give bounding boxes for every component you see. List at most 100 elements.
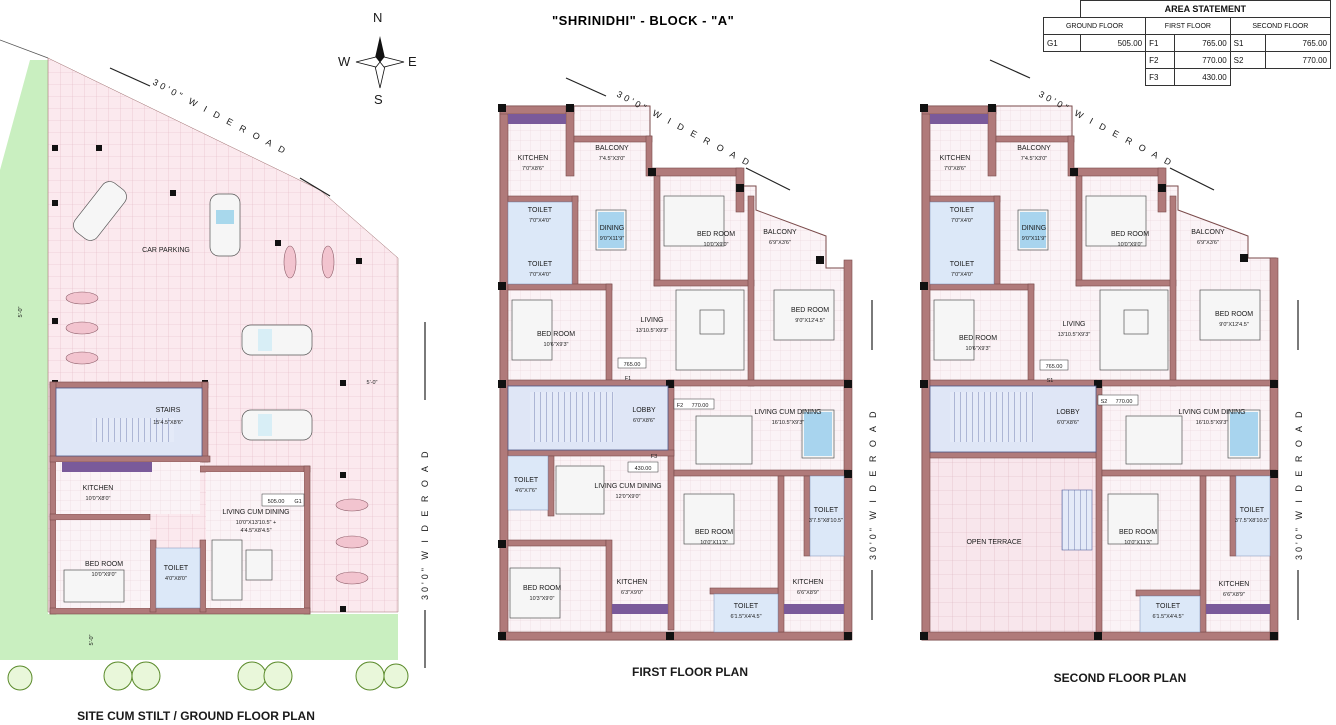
s-toilet-r-name: TOILET xyxy=(1240,507,1265,514)
f-living-size: 13'10.5"X9'3" xyxy=(636,328,669,334)
f-bedroom-l-size: 10'6"X9'3" xyxy=(544,342,569,348)
f-toilet2-name: TOILET xyxy=(528,261,553,268)
s-lobby-name: LOBBY xyxy=(1056,409,1080,416)
s-toilet1-size: 7'0"X4'0" xyxy=(951,218,973,224)
f-dining-name: DINING xyxy=(600,225,625,232)
f-lobby-size: 6'0"X8'6" xyxy=(633,418,655,424)
setback-bottom: 5'-0" xyxy=(89,634,95,645)
s-balcony-r-size: 6'9"X3'6" xyxy=(1197,240,1219,246)
s-dining-name: DINING xyxy=(1022,225,1047,232)
s-living-dining-r-name: LIVING CUM DINING xyxy=(1178,409,1245,416)
f-toilet-b-size: 6'1.5"X4'4.5" xyxy=(730,614,761,620)
f-bedroom-r2-name: BED ROOM xyxy=(791,307,829,314)
first-toilets xyxy=(507,201,573,285)
second-side-road-label: 30'0" W I D E R O A D xyxy=(1294,409,1304,560)
second-plan-caption: SECOND FLOOR PLAN xyxy=(1054,671,1187,685)
s-toilet2-name: TOILET xyxy=(950,261,975,268)
first-columns xyxy=(498,104,852,640)
s-tag-s1-area: 765.00 xyxy=(1046,364,1063,370)
parked-car-icon xyxy=(73,181,313,441)
s-toilet1-name: TOILET xyxy=(950,207,975,214)
f-tag-f2-area: 770.00 xyxy=(692,403,709,409)
ground-bedroom-name: BED ROOM xyxy=(85,561,123,568)
s-toilet2-size: 7'0"X4'0" xyxy=(951,272,973,278)
ground-toilet xyxy=(155,547,201,609)
area-f3: 430.00 xyxy=(1173,68,1231,86)
ground-stairs-size: 15'4.5"X8'6" xyxy=(153,420,183,426)
f-bedroom-r1-size: 10'0"X9'0" xyxy=(704,242,729,248)
s-dining-size: 9'0"X11'9" xyxy=(1022,236,1047,242)
f-kitchen-top-name: KITCHEN xyxy=(518,155,549,162)
compass-rose-icon xyxy=(355,36,405,89)
s-open-terrace: OPEN TERRACE xyxy=(966,539,1021,546)
f-toilet1-size: 7'0"X4'0" xyxy=(529,218,551,224)
setback-left: 5'-0" xyxy=(18,306,24,317)
f-toilet-l-name: TOILET xyxy=(514,477,539,484)
f-living-dining-r-size: 16'10.5"X9'3" xyxy=(772,420,805,426)
f-bedroom-r1-name: BED ROOM xyxy=(697,231,735,238)
f-living-dining-r-name: LIVING CUM DINING xyxy=(754,409,821,416)
s-toilet-r-size: 3'7.5"X8'10.5" xyxy=(1235,518,1269,524)
f-balcony-top-size: 7'4.5"X3'0" xyxy=(599,156,626,162)
s-bedroom-r2-name: BED ROOM xyxy=(1215,311,1253,318)
s-kitchen-top-size: 7'0"X8'6" xyxy=(944,166,966,172)
second-columns xyxy=(920,104,1278,640)
ground-living-size2: 4'4.5"X8'4.5" xyxy=(240,528,271,534)
car-parking-label: CAR PARKING xyxy=(142,247,190,254)
ground-kitchen-size: 10'0"X8'0" xyxy=(86,496,111,502)
s-balcony-top-size: 7'4.5"X3'0" xyxy=(1021,156,1048,162)
f-kitchen-br-size: 6'6"X8'9" xyxy=(797,590,819,596)
drawing-title: "SHRINIDHI" - BLOCK - "A" xyxy=(552,13,735,28)
ground-kitchen-name: KITCHEN xyxy=(83,485,114,492)
s-bedroom-r2-size: 9'0"X12'4.5" xyxy=(1219,322,1249,328)
s-tag-s1-unit: S1 xyxy=(1047,378,1054,384)
ground-toilet-size: 4'0"X8'0" xyxy=(165,576,187,582)
s-balcony-top-name: BALCONY xyxy=(1017,145,1051,152)
bottom-garden-strip xyxy=(0,614,398,660)
f-tag-f3-area: 430.00 xyxy=(635,466,652,472)
s-bedroom-c-size: 10'0"X11'3" xyxy=(1124,540,1152,546)
first-furniture xyxy=(509,195,835,619)
s-bedroom-r1-name: BED ROOM xyxy=(1111,231,1149,238)
s-kitchen-top-name: KITCHEN xyxy=(940,155,971,162)
ground-plan-caption: SITE CUM STILT / GROUND FLOOR PLAN xyxy=(77,709,315,723)
f-tag-f1-unit: F1 xyxy=(625,376,631,382)
f-kitchen-top-size: 7'0"X8'6" xyxy=(522,166,544,172)
unit-g1: G1 xyxy=(1043,34,1081,52)
unit-f3: F3 xyxy=(1145,68,1175,86)
f-toilet2-size: 7'0"X4'0" xyxy=(529,272,551,278)
setback-right: 5'-0" xyxy=(367,380,378,386)
area-s2: 770.00 xyxy=(1264,51,1332,69)
compass-e: E xyxy=(408,54,417,69)
area-g1: 505.00 xyxy=(1079,34,1147,52)
ground-side-road-label: 30'0" W I D E R O A D xyxy=(420,449,430,600)
f-tag-f2-unit: F2 xyxy=(677,403,683,409)
s-lobby-size: 6'0"X8'6" xyxy=(1057,420,1079,426)
s-toilet-b-size: 6'1.5"X4'4.5" xyxy=(1152,614,1183,620)
s-living-dining-r-size: 16'10.5"X9'3" xyxy=(1196,420,1229,426)
f-lobby-name: LOBBY xyxy=(632,407,656,414)
f-living-name: LIVING xyxy=(641,317,664,324)
f-kitchen-bl-name: KITCHEN xyxy=(617,579,648,586)
s-bedroom-r1-size: 10'0"X9'0" xyxy=(1118,242,1143,248)
s-tag-s2-unit: S2 xyxy=(1101,399,1108,405)
ground-toilet-name: TOILET xyxy=(164,565,189,572)
tree-icon xyxy=(7,661,409,691)
left-garden-strip xyxy=(0,60,48,618)
f-living-dining-l-name: LIVING CUM DINING xyxy=(594,483,661,490)
f-bedroom-l-name: BED ROOM xyxy=(537,331,575,338)
s-kitchen-br-name: KITCHEN xyxy=(1219,581,1250,588)
two-wheeler-icon xyxy=(65,245,369,585)
ground-tag-area: 505.00 xyxy=(268,499,285,505)
s-bedroom-c-name: BED ROOM xyxy=(1119,529,1157,536)
first-floor-plan: 30'0" W I D E R O A D 30'0" W I D E R O … xyxy=(498,77,878,679)
ground-living-size1: 10'0"X13'10.5" + xyxy=(236,520,276,526)
f-tag-f3-unit: F3 xyxy=(651,454,657,460)
s-balcony-r-name: BALCONY xyxy=(1191,229,1225,236)
first-side-road-label: 30'0" W I D E R O A D xyxy=(868,409,878,560)
f-kitchen-br-name: KITCHEN xyxy=(793,579,824,586)
ground-bedroom-size: 10'0"X9'0" xyxy=(92,572,117,578)
f-tag-f1-area: 765.00 xyxy=(624,362,641,368)
f-living-dining-l-size: 12'0"X9'0" xyxy=(616,494,641,500)
f-toilet-b-name: TOILET xyxy=(734,603,759,610)
